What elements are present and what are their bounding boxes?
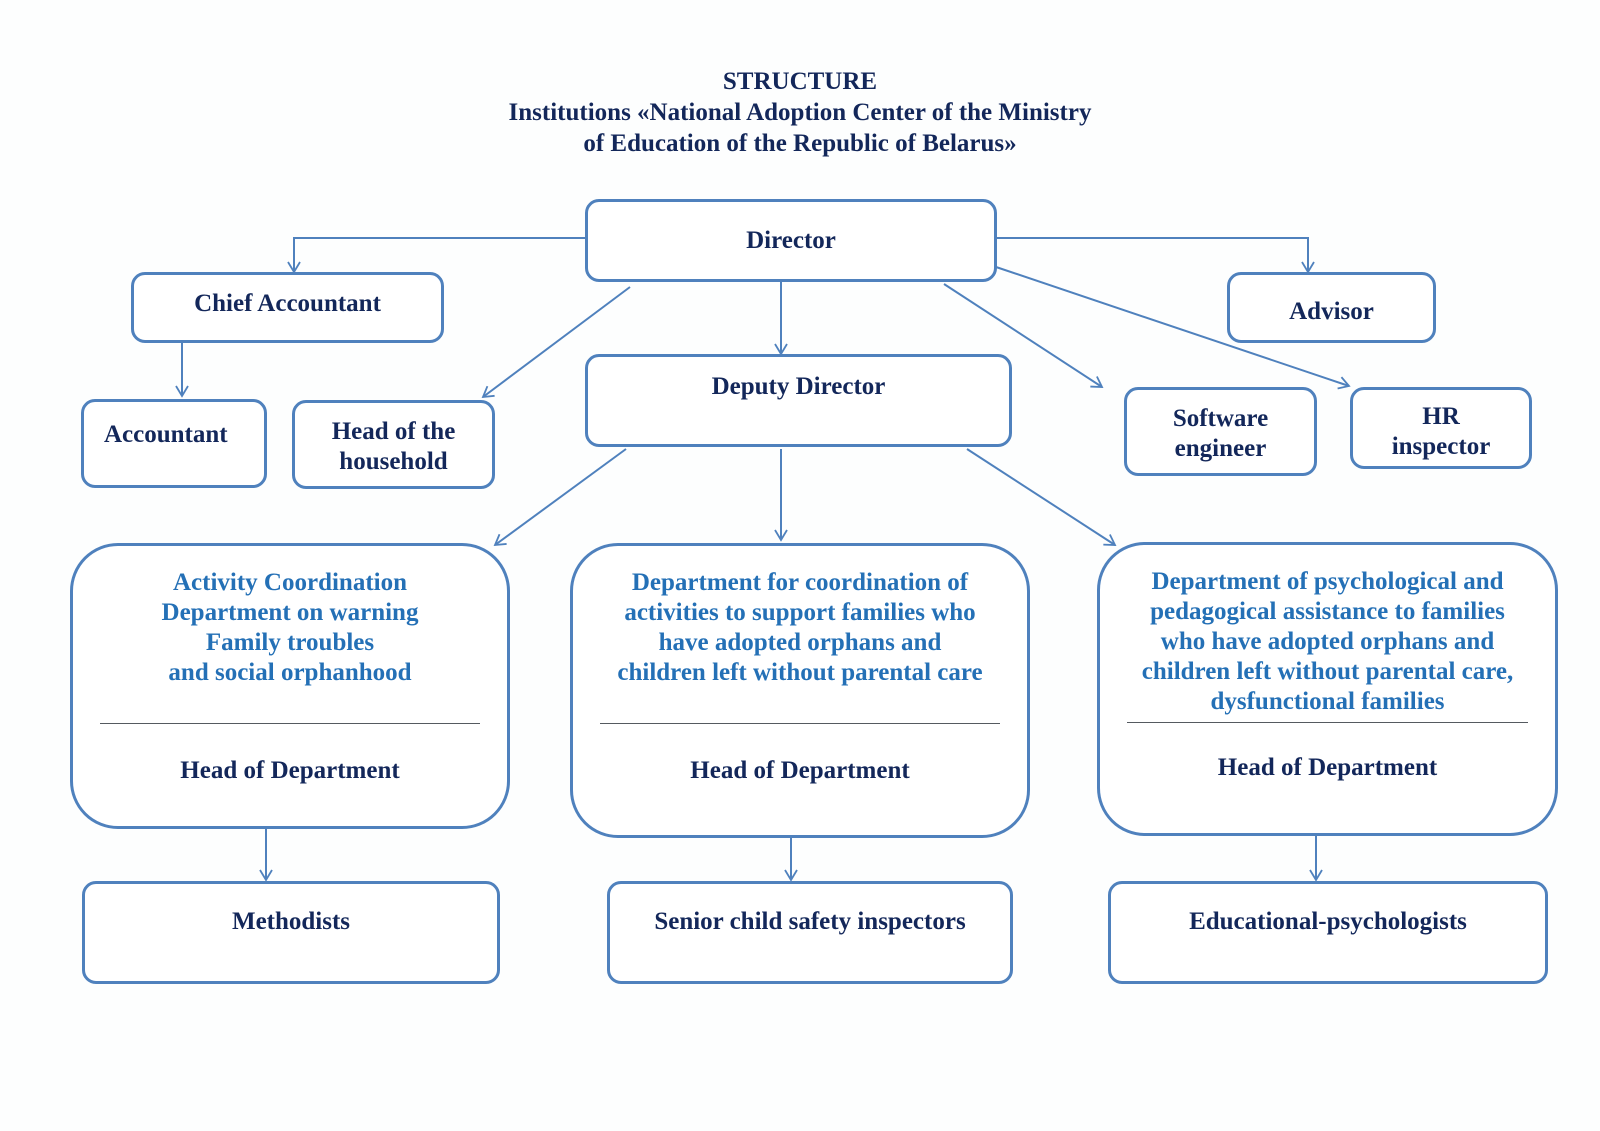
node-chief-accountant[interactable]: Chief Accountant (131, 272, 444, 343)
department-2-divider (600, 723, 1000, 724)
edge-director-chief-accountant (287, 237, 586, 274)
node-senior-inspectors[interactable]: Senior child safety inspectors (607, 881, 1013, 984)
department-3-name-line: children left without parental care, (1141, 658, 1514, 685)
department-2-head: Head of Department (690, 757, 910, 784)
node-edu-psychologists-label: Educational-psychologists (1189, 908, 1467, 935)
department-1-divider (100, 723, 480, 724)
node-senior-inspectors-label: Senior child safety inspectors (654, 908, 966, 935)
department-2-name-line: activities to support families who (624, 599, 976, 626)
department-3-name: Department of psychological and pedagogi… (1100, 567, 1555, 717)
node-director-label: Director (746, 227, 836, 254)
node-advisor[interactable]: Advisor (1227, 272, 1436, 343)
department-1-name-line: Activity Coordination (172, 569, 408, 596)
node-methodists-label: Methodists (231, 908, 351, 935)
department-2-name-line: Department for coordination of (631, 569, 969, 596)
department-3-name-line: Department of psychological and (1151, 568, 1504, 595)
node-head-household-label-1: Head of the (331, 418, 456, 445)
node-hr-inspector-label-1: HR (1422, 403, 1460, 430)
department-3-name-line: who have adopted orphans and (1160, 628, 1495, 655)
node-advisor-label: Advisor (1289, 298, 1374, 325)
department-3-divider (1127, 722, 1528, 723)
department-3-name-line: dysfunctional families (1210, 688, 1445, 715)
department-2-name-line: children left without parental care (617, 659, 983, 686)
department-2[interactable]: Department for coordination of activitie… (570, 543, 1030, 838)
department-1-name-line: Family troubles (205, 629, 375, 656)
node-software-engineer-label-2: engineer (1174, 435, 1267, 462)
node-edu-psychologists[interactable]: Educational-psychologists (1108, 881, 1548, 984)
node-methodists[interactable]: Methodists (82, 881, 500, 984)
node-chief-accountant-label: Chief Accountant (194, 290, 381, 317)
department-1-name-line: and social orphanhood (168, 659, 412, 686)
department-1-name-line: Department on warning (161, 599, 419, 626)
node-deputy-director[interactable]: Deputy Director (585, 354, 1012, 447)
department-1-name: Activity Coordination Department on warn… (73, 568, 507, 688)
department-3-head: Head of Department (1217, 754, 1438, 781)
node-head-household[interactable]: Head of the household (292, 400, 495, 489)
node-software-engineer[interactable]: Software engineer (1124, 387, 1317, 476)
node-deputy-director-label: Deputy Director (711, 373, 886, 400)
department-3-name-line: pedagogical assistance to families (1150, 598, 1505, 625)
title-line-2: Institutions «National Adoption Center o… (508, 99, 1092, 126)
department-2-name-line: have adopted orphans and (658, 629, 942, 656)
department-1-head: Head of Department (180, 757, 400, 784)
department-3[interactable]: Department of psychological and pedagogi… (1097, 542, 1558, 836)
node-accountant-label: Accountant (104, 421, 228, 448)
node-hr-inspector[interactable]: HR inspector (1350, 387, 1532, 469)
node-director[interactable]: Director (585, 199, 997, 282)
edge-director-advisor (996, 237, 1315, 274)
node-hr-inspector-label-2: inspector (1391, 433, 1491, 460)
title-line-1: STRUCTURE (722, 68, 878, 95)
diagram-title: STRUCTURE Institutions «National Adoptio… (0, 66, 1600, 159)
title-line-3: of Education of the Republic of Belarus» (583, 130, 1017, 157)
department-2-name: Department for coordination of activitie… (573, 568, 1027, 688)
node-software-engineer-label-1: Software (1172, 405, 1269, 432)
node-head-household-label-2: household (339, 448, 448, 475)
edge-deputy-department-3 (966, 448, 1117, 546)
node-accountant[interactable]: Accountant (81, 399, 267, 488)
edge-deputy-department-1 (493, 448, 627, 547)
department-1[interactable]: Activity Coordination Department on warn… (70, 543, 510, 829)
